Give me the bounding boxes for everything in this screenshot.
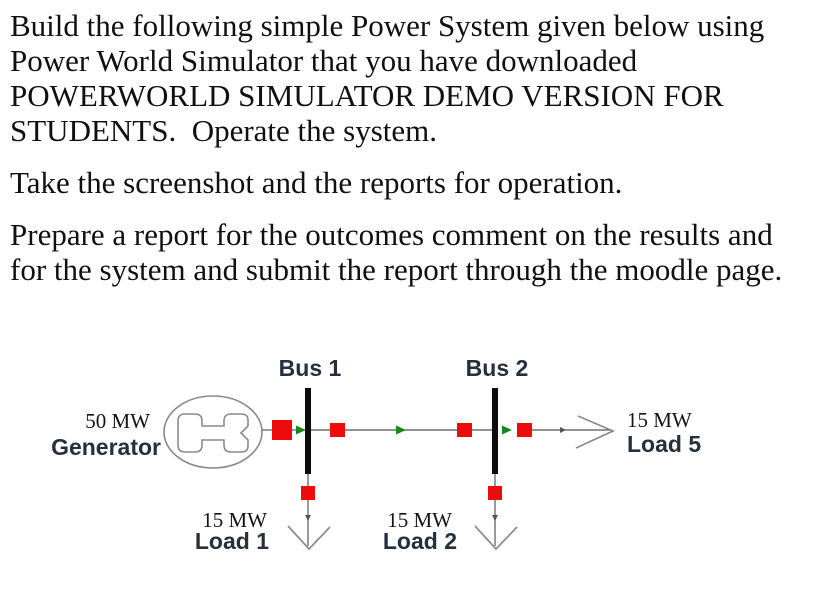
bus2-bar (492, 388, 498, 474)
instruction-line: Build the following simple Power System … (10, 8, 765, 43)
bus1-bar (305, 388, 311, 474)
load2-name-label: Load 2 (383, 528, 457, 554)
load5-arrow-icon (575, 415, 616, 449)
oneline-diagram-svg: Bus 1 Bus 2 50 MW Generator (51, 355, 701, 554)
load5-name-label: Load 5 (627, 431, 701, 457)
load5-tick-icon (560, 427, 566, 433)
instructions-paragraph-1: Build the following simple Power System … (10, 8, 810, 148)
flow-arrow-icon (396, 425, 406, 435)
flow-arrow-icon (502, 425, 512, 435)
load2-rating-label: 15 MW (387, 508, 452, 532)
load1-name-label: Load 1 (195, 528, 269, 554)
assignment-instructions: Build the following simple Power System … (10, 8, 810, 304)
instructions-paragraph-2: Take the screenshot and the reports for … (10, 165, 810, 200)
instruction-line: POWERWORLD SIMULATOR DEMO VERSION FOR (10, 78, 724, 113)
flow-arrow-icon (296, 425, 306, 435)
line-breaker-bus1-icon (330, 423, 345, 437)
instructions-paragraph-3: Prepare a report for the outcomes commen… (10, 217, 810, 287)
load5-rating-label: 15 MW (627, 408, 692, 432)
bus1-label: Bus 1 (279, 355, 342, 381)
load2-breaker-icon (488, 486, 502, 500)
load1-tick-icon (305, 515, 311, 521)
generator-icon (163, 395, 263, 469)
load2-arrow-icon (474, 525, 518, 551)
load5-breaker-icon (517, 423, 532, 437)
instruction-line: STUDENTS. Operate the system. (10, 113, 438, 148)
instruction-line: Take the screenshot and the reports for … (10, 165, 623, 200)
load2-tick-icon (492, 515, 498, 521)
generator-dogbone (177, 413, 249, 453)
load1-arrow-icon (287, 525, 331, 551)
instruction-line: Power World Simulator that you have down… (10, 43, 638, 78)
generator-rating-label: 50 MW (85, 409, 150, 433)
generator-name-label: Generator (51, 434, 161, 460)
line-breaker-bus2-icon (457, 423, 472, 437)
load1-breaker-icon (301, 486, 315, 500)
instruction-line: for the system and submit the report thr… (10, 252, 783, 287)
instruction-line: Prepare a report for the outcomes commen… (10, 217, 773, 252)
bus2-label: Bus 2 (466, 355, 529, 381)
power-system-diagram: Bus 1 Bus 2 50 MW Generator (0, 340, 816, 610)
generator-breaker-icon (272, 420, 292, 440)
load1-rating-label: 15 MW (202, 508, 267, 532)
